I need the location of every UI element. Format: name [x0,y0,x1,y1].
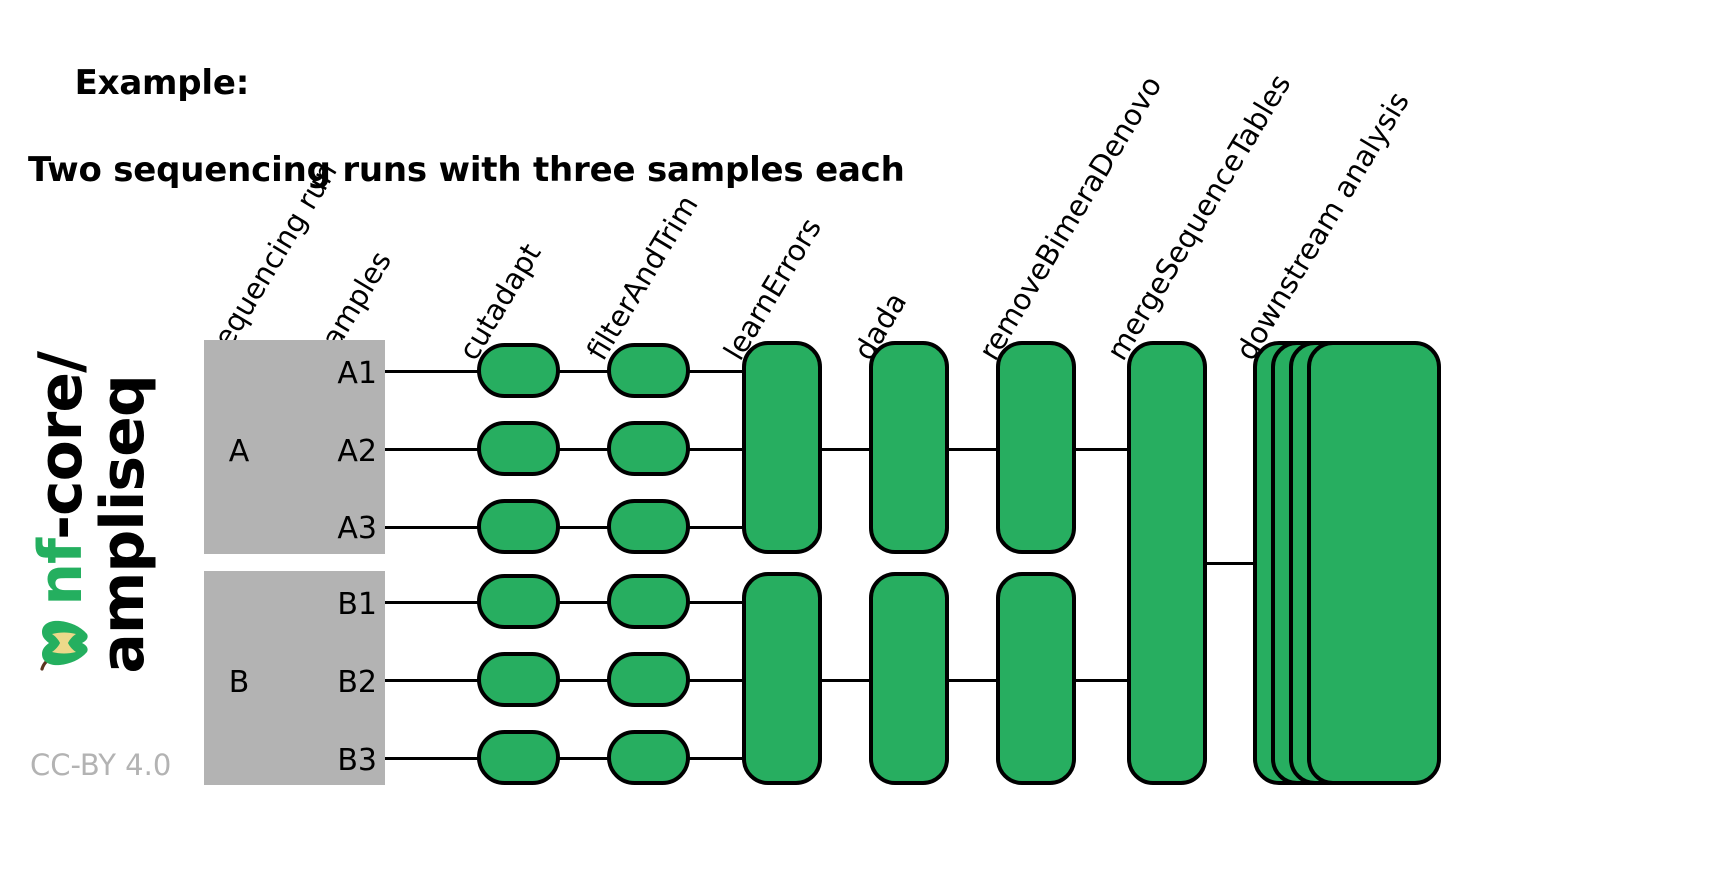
edge-removebimera-a-to-merge [1072,448,1131,451]
node-downstream-analysis-1 [1307,341,1441,785]
page-title: Example: Two sequencing runs with three … [28,18,905,279]
node-filterandtrim-a1 [607,343,690,398]
edge-cutadapt-b1-to-filter [556,601,611,604]
node-filterandtrim-b2 [607,652,690,707]
edge-cutadapt-a3-to-filter [556,526,611,529]
title-line-2: Two sequencing runs with three samples e… [28,149,905,190]
edge-cutadapt-a2-to-filter [556,448,611,451]
node-removebimeradenovo-a [996,341,1076,554]
edge-learnerrors-a-to-dada [818,448,873,451]
node-removebimeradenovo-b [996,572,1076,785]
sample-label-b3: B3 [337,743,377,778]
node-cutadapt-a2 [477,421,560,476]
run-label-b: B [228,665,250,700]
node-learnerrors-b [742,572,822,785]
nf-core-apple-icon [38,612,90,674]
node-mergesequencetables [1127,341,1207,785]
edge-filter-a3-to-learnerrors [686,526,746,529]
edge-filter-a1-to-learnerrors [686,370,746,373]
edge-filter-b1-to-learnerrors [686,601,746,604]
logo-pipeline-text: ampliseq [88,375,158,674]
edge-removebimera-b-to-merge [1072,679,1131,682]
node-dada-b [869,572,949,785]
sample-label-b2: B2 [337,665,377,700]
license-label: CC-BY 4.0 [30,748,172,782]
node-cutadapt-b3 [477,730,560,785]
edge-b2-to-cutadapt [385,679,480,682]
node-cutadapt-b2 [477,652,560,707]
node-filterandtrim-b3 [607,730,690,785]
sample-label-b1: B1 [337,587,377,622]
edge-cutadapt-b2-to-filter [556,679,611,682]
node-cutadapt-b1 [477,574,560,629]
edge-dada-a-to-removebimera [945,448,1000,451]
edge-b1-to-cutadapt [385,601,480,604]
sample-label-a1: A1 [337,356,377,391]
node-learnerrors-a [742,341,822,554]
run-box-a [204,340,385,554]
edge-cutadapt-b3-to-filter [556,757,611,760]
logo-nf-text: nf [26,539,96,606]
nf-core-ampliseq-logo: nf-core/ ampliseq [26,352,160,812]
node-cutadapt-a3 [477,499,560,554]
edge-learnerrors-b-to-dada [818,679,873,682]
edge-merge-to-downstream [1203,562,1261,565]
node-dada-a [869,341,949,554]
run-box-b [204,571,385,785]
node-filterandtrim-b1 [607,574,690,629]
edge-a2-to-cutadapt [385,448,480,451]
edge-filter-b2-to-learnerrors [686,679,746,682]
node-cutadapt-a1 [477,343,560,398]
logo-org-text: nf-core/ [26,352,96,606]
edge-a3-to-cutadapt [385,526,480,529]
edge-filter-b3-to-learnerrors [686,757,746,760]
sample-label-a3: A3 [337,511,377,546]
edge-a1-to-cutadapt [385,370,480,373]
sample-label-a2: A2 [337,434,377,469]
node-filterandtrim-a2 [607,421,690,476]
run-label-a: A [228,434,250,469]
node-filterandtrim-a3 [607,499,690,554]
edge-dada-b-to-removebimera [945,679,1000,682]
edge-b3-to-cutadapt [385,757,480,760]
title-line-1: Example: [74,62,250,103]
edge-cutadapt-a1-to-filter [556,370,611,373]
logo-core-text: -core/ [26,352,96,540]
edge-filter-a2-to-learnerrors [686,448,746,451]
